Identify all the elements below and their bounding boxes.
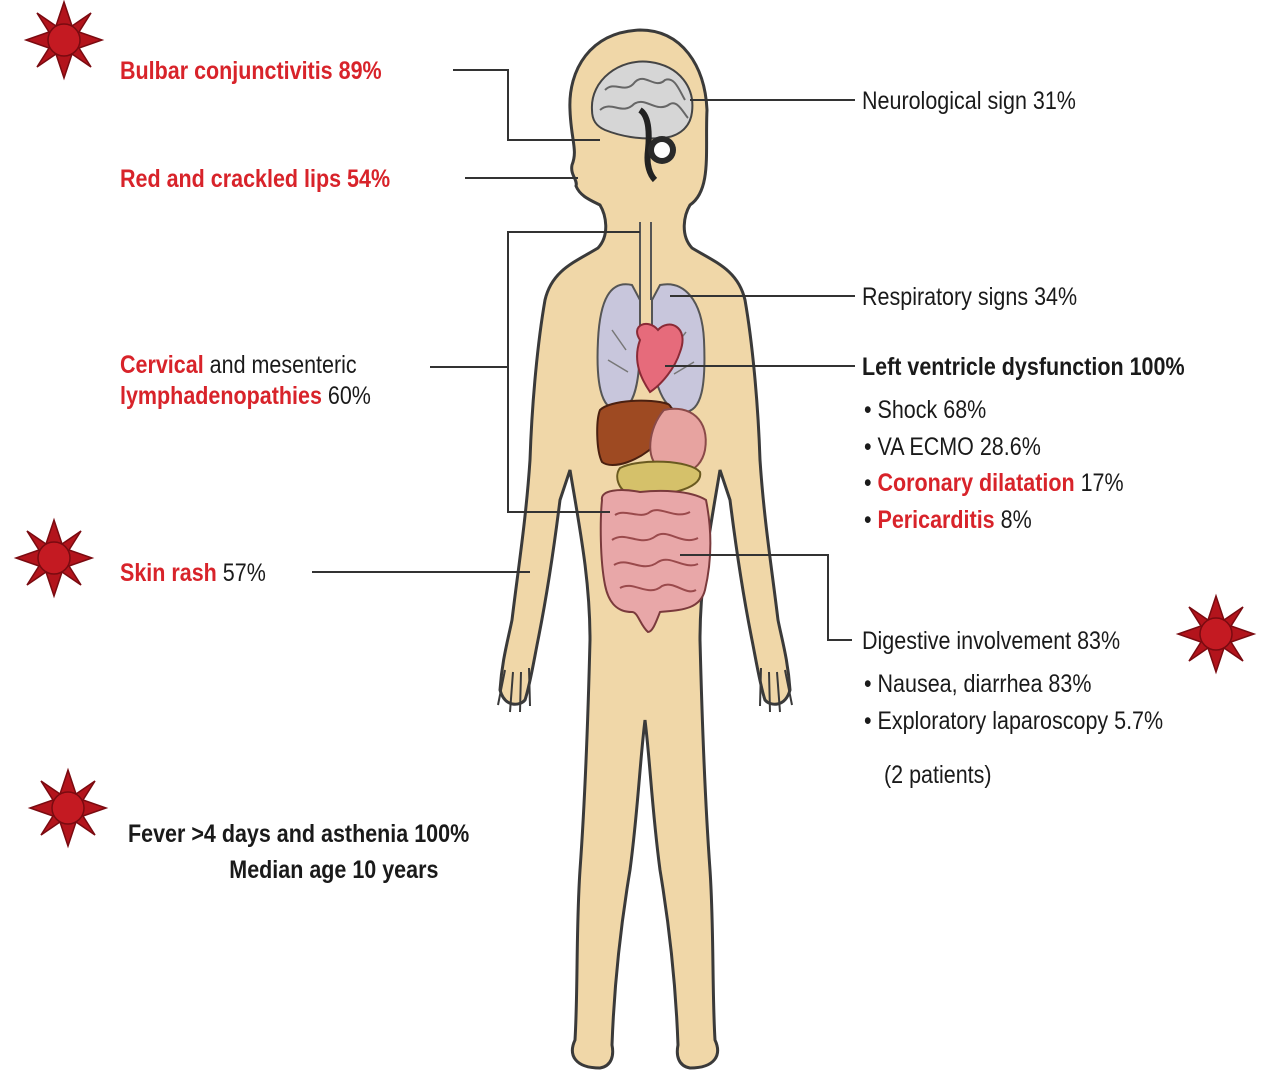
lv-dysfunction-title: Left ventricle dysfunction 100% bbox=[862, 352, 1185, 383]
digestive-list: Nausea, diarrhea 83% Exploratory laparos… bbox=[864, 666, 1163, 739]
cervical-text: Cervical bbox=[120, 351, 204, 379]
median-age-line: Median age 10 years bbox=[159, 852, 439, 888]
skin-rash-name: Skin rash bbox=[120, 559, 217, 587]
lymphadenopathies-value: 60% bbox=[328, 382, 371, 410]
lymphadenopathies-text: lymphadenopathies bbox=[120, 382, 322, 410]
red-lips-value: 54% bbox=[347, 165, 390, 193]
mesenteric-text: and mesenteric bbox=[210, 351, 357, 379]
lymphadenopathies-label: Cervical and mesenteric lymphadenopathie… bbox=[120, 350, 371, 413]
list-item: VA ECMO 28.6% bbox=[864, 429, 1124, 466]
starburst-icon bbox=[30, 770, 106, 846]
bulbar-conjunctivitis-name: Bulbar conjunctivitis bbox=[120, 57, 333, 85]
bulbar-conjunctivitis-value: 89% bbox=[339, 57, 382, 85]
respiratory-signs-label: Respiratory signs 34% bbox=[862, 282, 1077, 313]
digestive-note: (2 patients) bbox=[884, 760, 992, 791]
neurological-sign-label: Neurological sign 31% bbox=[862, 86, 1076, 117]
fever-line: Fever >4 days and asthenia 100% bbox=[128, 820, 469, 848]
summary-text: Fever >4 days and asthenia 100% Median a… bbox=[128, 816, 469, 889]
lv-dysfunction-list: Shock 68% VA ECMO 28.6% Coronary dilatat… bbox=[864, 392, 1124, 538]
skin-rash-value: 57% bbox=[223, 559, 266, 587]
starburst-icon bbox=[26, 2, 102, 78]
starburst-icon bbox=[1178, 596, 1254, 672]
bulbar-conjunctivitis-label: Bulbar conjunctivitis 89% bbox=[120, 56, 382, 87]
starburst-icon bbox=[16, 520, 92, 596]
list-item: Nausea, diarrhea 83% bbox=[864, 666, 1163, 703]
list-item: Shock 68% bbox=[864, 392, 1124, 429]
digestive-involvement-title: Digestive involvement 83% bbox=[862, 626, 1120, 657]
red-lips-name: Red and crackled lips bbox=[120, 165, 341, 193]
list-item: Coronary dilatation 17% bbox=[864, 465, 1124, 502]
list-item: Pericarditis 8% bbox=[864, 502, 1124, 539]
red-lips-label: Red and crackled lips 54% bbox=[120, 164, 390, 195]
skin-rash-label: Skin rash 57% bbox=[120, 558, 266, 589]
list-item: Exploratory laparoscopy 5.7% bbox=[864, 703, 1163, 740]
